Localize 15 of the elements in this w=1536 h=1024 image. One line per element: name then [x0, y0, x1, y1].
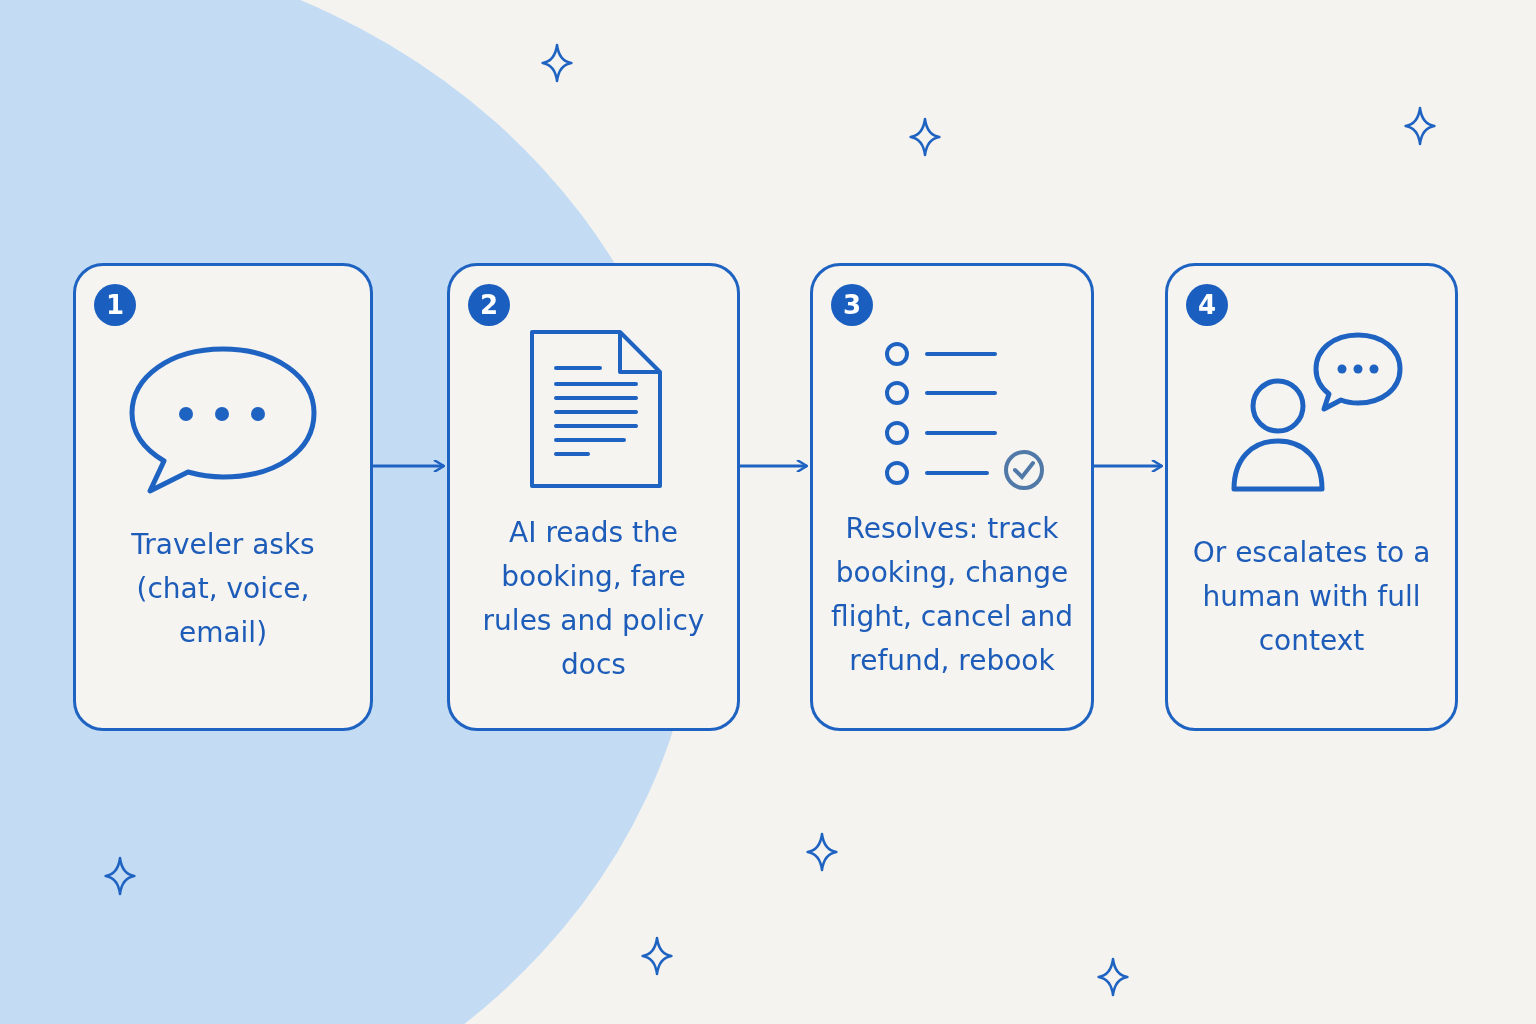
step-description: Traveler asks (chat, voice, email): [130, 527, 316, 651]
step-description: AI reads the booking, fare rules and policy docs: [481, 515, 706, 683]
step-description: Or escalates to a human with full context: [1191, 535, 1432, 659]
step-card: [810, 263, 1094, 731]
arrow: [1094, 458, 1164, 474]
step-number: 3: [831, 284, 873, 326]
step-description: Resolves: track booking, change flight, cancel and refund, rebook: [830, 511, 1074, 679]
step-card: [447, 263, 740, 731]
arrow: [740, 458, 809, 474]
step-card: [1165, 263, 1458, 731]
step-number: 4: [1186, 284, 1228, 326]
arrow: [373, 458, 446, 474]
step-card: [73, 263, 373, 731]
step-number: 1: [94, 284, 136, 326]
step-number: 2: [468, 284, 510, 326]
